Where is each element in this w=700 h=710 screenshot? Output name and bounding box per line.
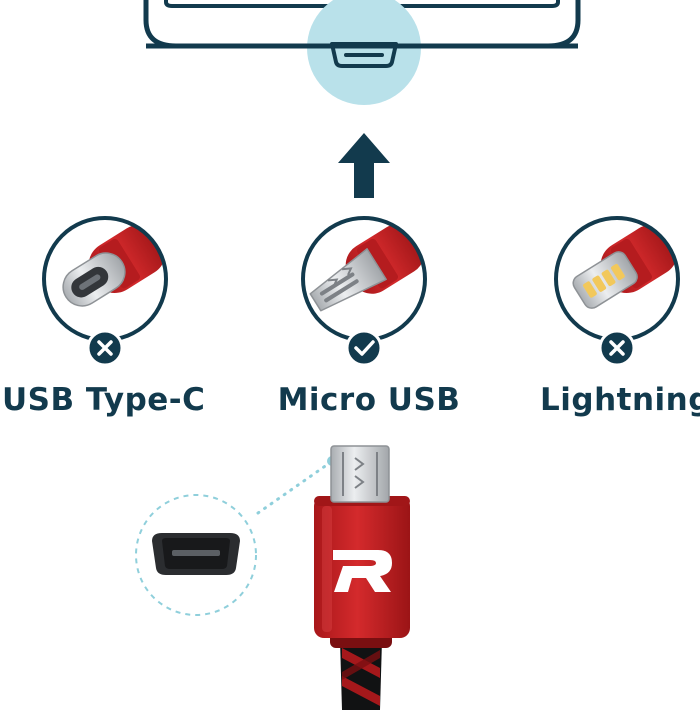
cable [314, 445, 410, 710]
micro-usb-port-icon [330, 42, 398, 68]
r-logo-icon [333, 550, 392, 592]
micro-usb-connector-icon [309, 248, 387, 312]
label-lightning: Lightning [540, 382, 700, 418]
option-micro-usb [301, 216, 427, 367]
option-lightning [554, 216, 680, 367]
label-micro-usb: Micro USB [277, 382, 461, 418]
micro-usb-plug-icon [330, 445, 390, 503]
check-icon [345, 329, 383, 367]
cable-braid [340, 640, 382, 710]
x-icon [598, 329, 636, 367]
port-detail-callout [135, 456, 337, 616]
option-usb-type-c [42, 216, 168, 367]
x-icon [86, 329, 124, 367]
cable-connector-housing [314, 496, 410, 638]
usb-type-c-connector-icon [71, 266, 109, 298]
phone-port-highlight [146, 0, 578, 105]
up-arrow-icon [338, 133, 390, 198]
micro-usb-port-icon [152, 533, 240, 575]
label-usb-type-c: USB Type-C [2, 382, 206, 418]
lightning-connector-icon [583, 263, 625, 298]
